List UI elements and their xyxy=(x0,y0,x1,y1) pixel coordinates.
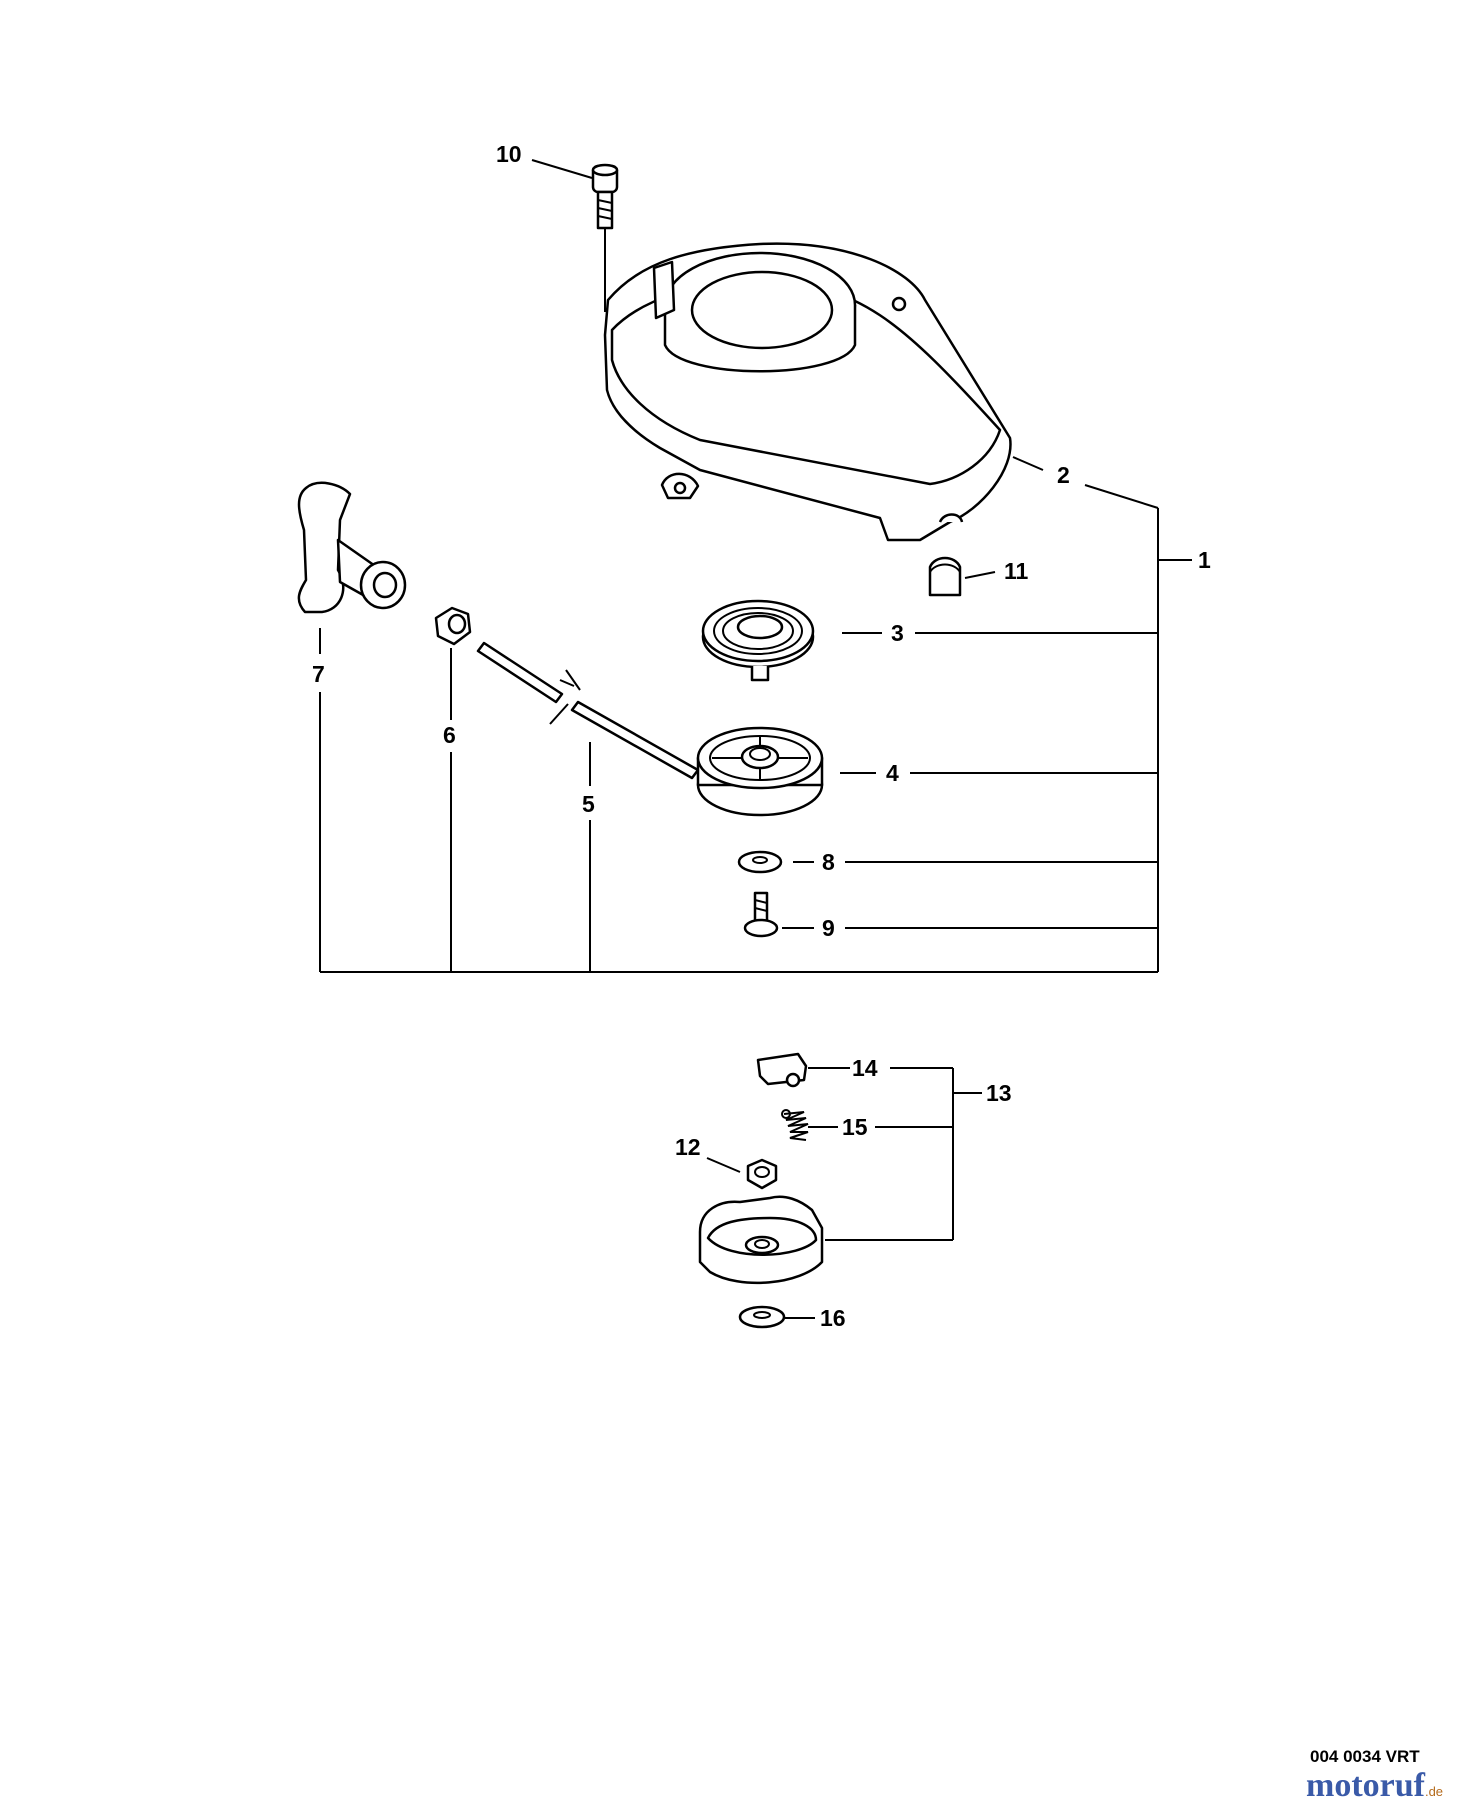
pawl-part-14 xyxy=(756,1052,808,1088)
screw-part-9 xyxy=(743,891,779,938)
bolt-part-10 xyxy=(591,163,619,230)
drawing-code: 004 0034 VRT xyxy=(1310,1747,1420,1766)
callout-2: 2 xyxy=(1057,462,1070,488)
starter-housing-part-2 xyxy=(603,242,1012,542)
watermark-suffix: .de xyxy=(1425,1784,1443,1799)
spring-part-15 xyxy=(781,1109,809,1141)
callout-14: 14 xyxy=(852,1055,878,1081)
svg-text:motoruf.de: motoruf.de xyxy=(1306,1767,1443,1800)
watermark-logo: motoruf.de xyxy=(1306,1767,1443,1800)
callout-12: 12 xyxy=(675,1134,701,1160)
callout-8: 8 xyxy=(822,849,835,875)
pulley-part-4 xyxy=(696,726,824,817)
washer-part-16 xyxy=(738,1305,786,1329)
callout-16: 16 xyxy=(820,1305,846,1331)
washer-part-8 xyxy=(737,850,783,874)
callout-13: 13 xyxy=(986,1080,1012,1106)
callout-15: 15 xyxy=(842,1114,868,1140)
callout-1: 1 xyxy=(1198,547,1211,573)
grommet-part-11 xyxy=(928,556,962,597)
starter-rope-part-5 xyxy=(476,641,700,780)
starter-handle-part-7 xyxy=(297,481,407,614)
watermark-main: motoruf xyxy=(1306,1767,1426,1800)
callout-5: 5 xyxy=(582,791,595,817)
callout-11: 11 xyxy=(1004,558,1029,584)
nut-part-12 xyxy=(746,1158,778,1190)
ratchet-housing-part-13 xyxy=(698,1195,824,1285)
callout-4: 4 xyxy=(886,760,899,786)
callout-7: 7 xyxy=(312,661,325,687)
callout-10: 10 xyxy=(496,141,522,167)
callout-6: 6 xyxy=(443,722,456,748)
callout-9: 9 xyxy=(822,915,835,941)
callout-labels: 10 2 1 11 3 7 6 4 5 8 9 14 13 15 12 16 xyxy=(312,141,1211,1331)
callout-3: 3 xyxy=(891,620,904,646)
bushing-part-6 xyxy=(434,606,472,646)
leader-lines xyxy=(319,159,1192,1319)
recoil-spring-part-3 xyxy=(701,599,815,682)
